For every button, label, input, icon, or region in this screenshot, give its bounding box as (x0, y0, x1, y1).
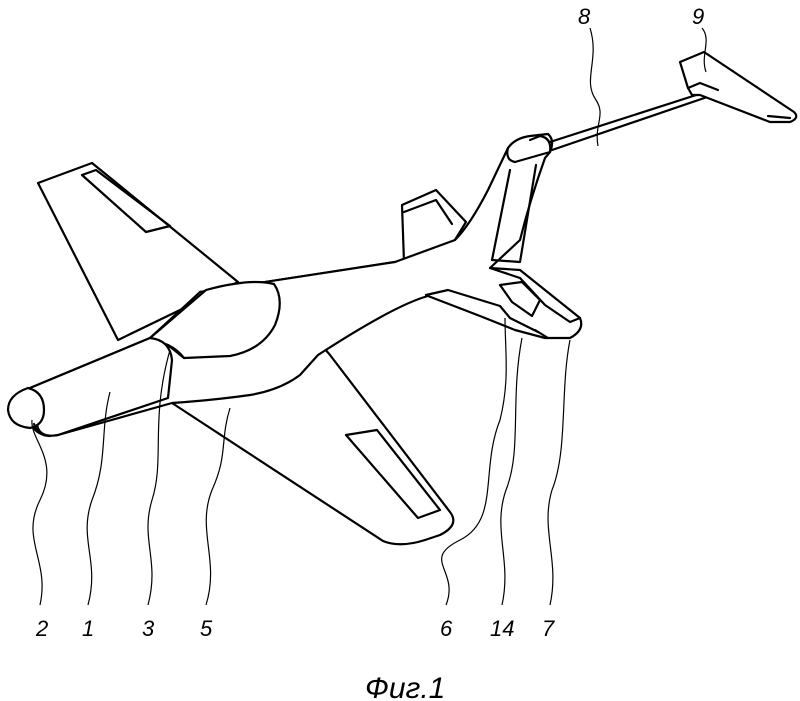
rear-stabilizer (424, 266, 582, 340)
label-2: 2 (35, 616, 48, 641)
label-6: 6 (440, 616, 453, 641)
label-3: 3 (142, 616, 155, 641)
leader-lines (31, 27, 707, 606)
figure-caption: Фиг.1 (365, 672, 445, 701)
label-9: 9 (692, 4, 704, 29)
tail-boom (490, 134, 552, 264)
canopy (148, 280, 281, 360)
label-5: 5 (200, 616, 213, 641)
nose (6, 336, 174, 438)
tail-rod (548, 86, 720, 152)
tail-surface (678, 50, 798, 124)
label-8: 8 (578, 4, 591, 29)
label-7: 7 (542, 616, 555, 641)
label-1: 1 (82, 616, 94, 641)
label-14: 14 (490, 616, 514, 641)
